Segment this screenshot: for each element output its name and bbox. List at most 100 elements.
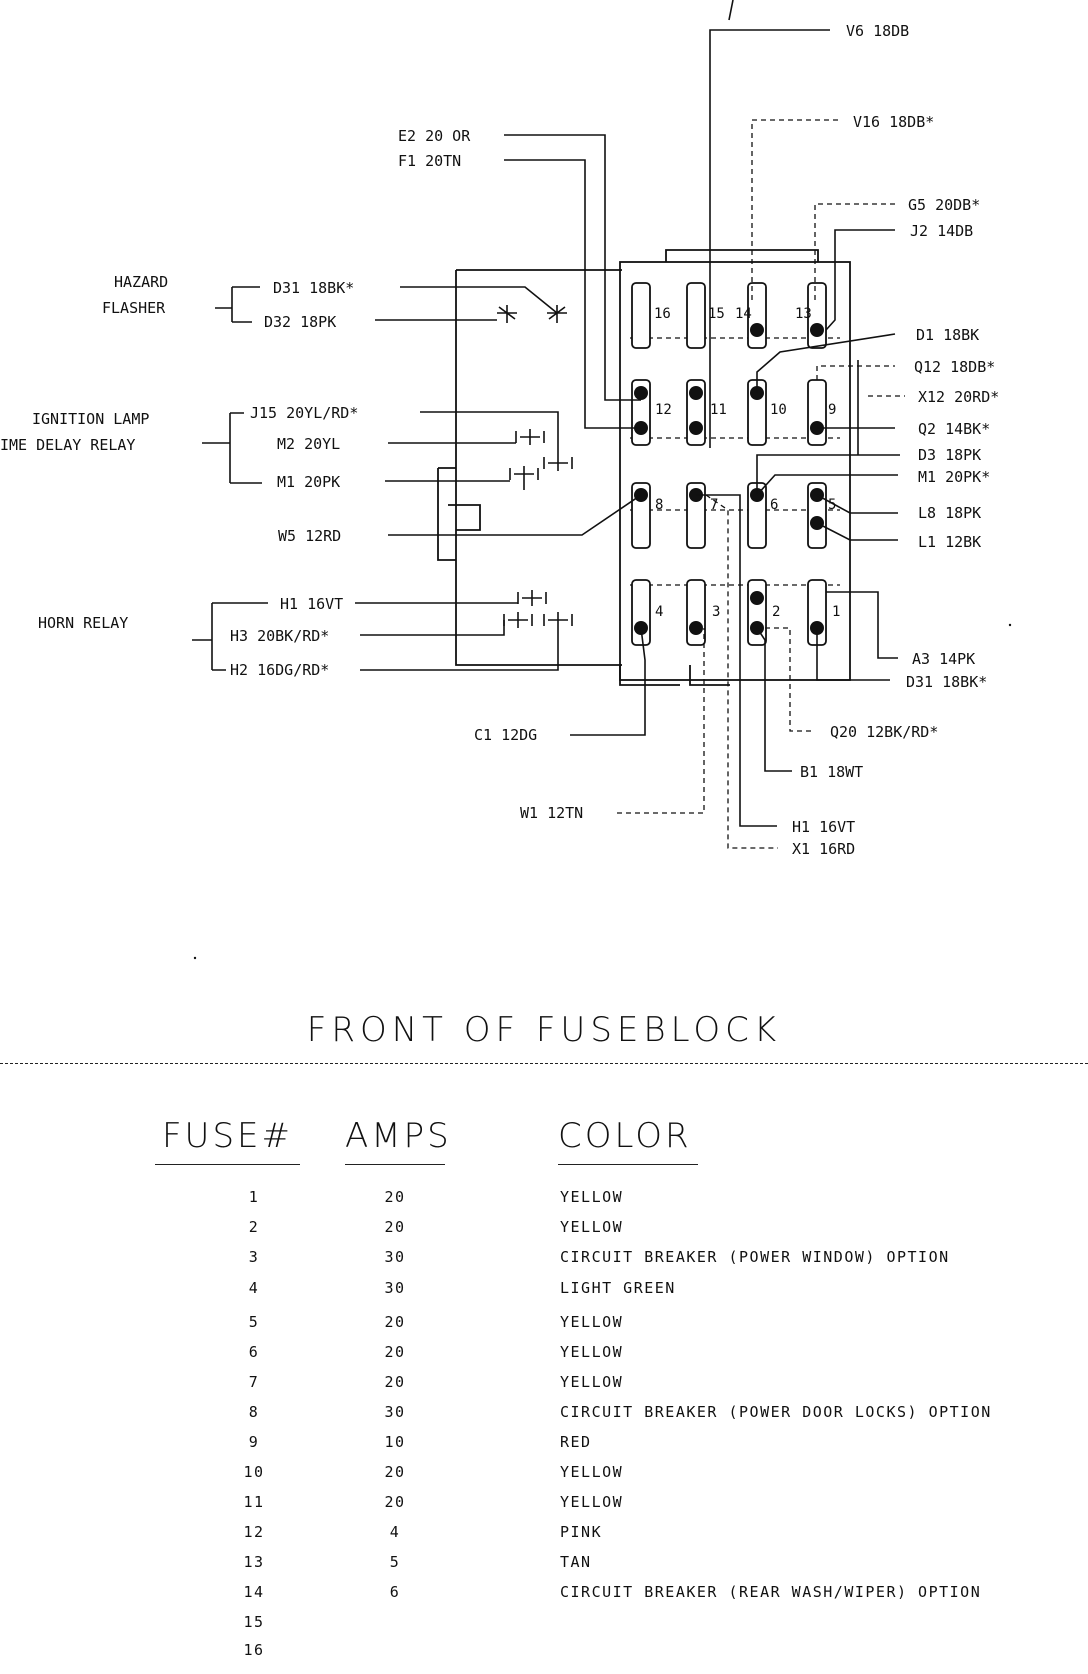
wire-d1 bbox=[756, 333, 896, 393]
wire-label-x12: X12 20RD* bbox=[918, 388, 999, 406]
wire-q12 bbox=[816, 365, 895, 380]
fuse-number-11: 11 bbox=[710, 402, 727, 418]
wire-b1 bbox=[756, 627, 792, 772]
header-color: COLOR bbox=[558, 1116, 698, 1165]
fuse-number-4: 4 bbox=[655, 604, 663, 620]
top-wires: V6 18DB V16 18DB* E2 20 OR F1 20TN G5 20… bbox=[398, 22, 980, 448]
housing-bottom-lip bbox=[619, 665, 730, 686]
fuse-number-1: 1 bbox=[832, 604, 840, 620]
wire-v16 bbox=[751, 119, 840, 300]
fuse-number: 13 bbox=[243, 1553, 265, 1571]
hazard-flasher-label-1: HAZARD bbox=[114, 273, 168, 291]
fuse-color: CIRCUIT BREAKER (POWER WINDOW) OPTION bbox=[560, 1248, 950, 1266]
fuse-color: YELLOW bbox=[560, 1373, 624, 1391]
terminal-dot bbox=[750, 323, 764, 337]
wire-e2 bbox=[504, 134, 641, 401]
fuse-number: 4 bbox=[248, 1279, 260, 1297]
fuse-amps: 20 bbox=[384, 1218, 406, 1236]
fuse-number: 12 bbox=[243, 1523, 265, 1541]
wire-label-h1-bottom: H1 16VT bbox=[792, 818, 855, 836]
fuse-number-7: 7 bbox=[710, 497, 718, 513]
wire-label-q20: Q20 12BK/RD* bbox=[830, 723, 938, 741]
wire-d3 bbox=[756, 360, 900, 495]
fuse-number-labels: 16 15 14 13 12 11 10 9 8 7 6 5 4 3 2 1 bbox=[654, 306, 840, 620]
fuseblock-outline bbox=[619, 261, 851, 681]
housing-left-edge bbox=[455, 270, 622, 666]
wire-h3 bbox=[360, 620, 505, 636]
wire-label-l8: L8 18PK bbox=[918, 504, 981, 522]
fuse-amps: 6 bbox=[389, 1583, 401, 1601]
fuse-color: CIRCUIT BREAKER (POWER DOOR LOCKS) OPTIO… bbox=[560, 1403, 992, 1421]
fuse-number: 2 bbox=[248, 1218, 260, 1236]
wire-label-j2: J2 14DB bbox=[910, 222, 973, 240]
stray-dot bbox=[193, 956, 197, 960]
fuse-number-15: 15 bbox=[708, 306, 725, 322]
header-fuse: FUSE# bbox=[155, 1116, 300, 1165]
wire-label-m2: M2 20YL bbox=[277, 435, 340, 453]
wire-label-q2: Q2 14BK* bbox=[918, 420, 990, 438]
ignition-relay-group: IGNITION LAMP IME DELAY RELAY J15 20YL/R… bbox=[0, 404, 559, 491]
wire-label-w5: W5 12RD bbox=[278, 527, 341, 545]
fuse-number-8: 8 bbox=[655, 497, 663, 513]
row-dividers bbox=[630, 337, 840, 586]
wire-d31-right bbox=[816, 628, 890, 681]
table-row: 16 bbox=[0, 1641, 1088, 1671]
table-row: 15 bbox=[0, 1613, 1088, 1643]
fuse-amps: 30 bbox=[384, 1403, 406, 1421]
fuse-amps: 20 bbox=[384, 1343, 406, 1361]
bottom-wires: C1 12DG Q20 12BK/RD* B1 18WT W1 12TN H1 … bbox=[474, 494, 938, 858]
terminal-dot bbox=[689, 621, 703, 635]
fuse-number: 11 bbox=[243, 1493, 265, 1511]
wire-label-d31-right: D31 18BK* bbox=[906, 673, 987, 691]
right-wires: D1 18BK Q12 18DB* X12 20RD* Q2 14BK* D3 … bbox=[756, 326, 999, 691]
fuse-color: CIRCUIT BREAKER (REAR WASH/WIPER) OPTION bbox=[560, 1583, 982, 1601]
wire-h1-bottom bbox=[696, 494, 777, 827]
housing-top-lip bbox=[665, 249, 819, 262]
fuse-amps: 20 bbox=[384, 1188, 406, 1206]
horn-relay-connector-2 bbox=[503, 612, 533, 628]
hazard-flasher-label-2: FLASHER bbox=[102, 299, 166, 317]
fuse-number: 6 bbox=[248, 1343, 260, 1361]
wire-q20 bbox=[765, 627, 815, 732]
hazard-flasher-bracket bbox=[215, 286, 260, 323]
wire-l1 bbox=[816, 522, 898, 541]
fuse-slot-4 bbox=[631, 579, 651, 646]
wire-label-g5: G5 20DB* bbox=[908, 196, 980, 214]
wire-label-h1-horn: H1 16VT bbox=[280, 595, 343, 613]
wire-label-d31-flasher: D31 18BK* bbox=[273, 279, 354, 297]
wire-label-l1: L1 12BK bbox=[918, 533, 981, 551]
fuse-number: 5 bbox=[248, 1313, 260, 1331]
header-amps: AMPS bbox=[345, 1116, 449, 1165]
wire-label-h3: H3 20BK/RD* bbox=[230, 627, 329, 645]
fuse-slot-16 bbox=[631, 282, 651, 349]
fuse-number-16: 16 bbox=[654, 306, 671, 322]
fuse-number: 14 bbox=[243, 1583, 265, 1601]
fuse-number: 10 bbox=[243, 1463, 265, 1481]
terminal-dot bbox=[810, 323, 824, 337]
fuse-amps: 20 bbox=[384, 1313, 406, 1331]
wire-l8 bbox=[816, 494, 898, 514]
wire-label-v6: V6 18DB bbox=[846, 22, 909, 40]
fuse-number-10: 10 bbox=[770, 402, 787, 418]
wire-f1 bbox=[504, 159, 641, 429]
wire-label-j15: J15 20YL/RD* bbox=[250, 404, 358, 422]
wire-w5 bbox=[388, 494, 642, 536]
wire-d31-flasher bbox=[400, 286, 558, 314]
fuse-amps: 30 bbox=[384, 1248, 406, 1266]
fuse-color: YELLOW bbox=[560, 1188, 624, 1206]
fuse-amps: 4 bbox=[389, 1523, 401, 1541]
fuse-number-12: 12 bbox=[655, 402, 672, 418]
terminal-dot bbox=[689, 421, 703, 435]
fuse-amps: 5 bbox=[389, 1553, 401, 1571]
page-title: FRONT OF FUSEBLOCK bbox=[306, 1010, 782, 1050]
fuse-amps: 20 bbox=[384, 1493, 406, 1511]
ignition-relay-connector-2 bbox=[543, 455, 573, 471]
